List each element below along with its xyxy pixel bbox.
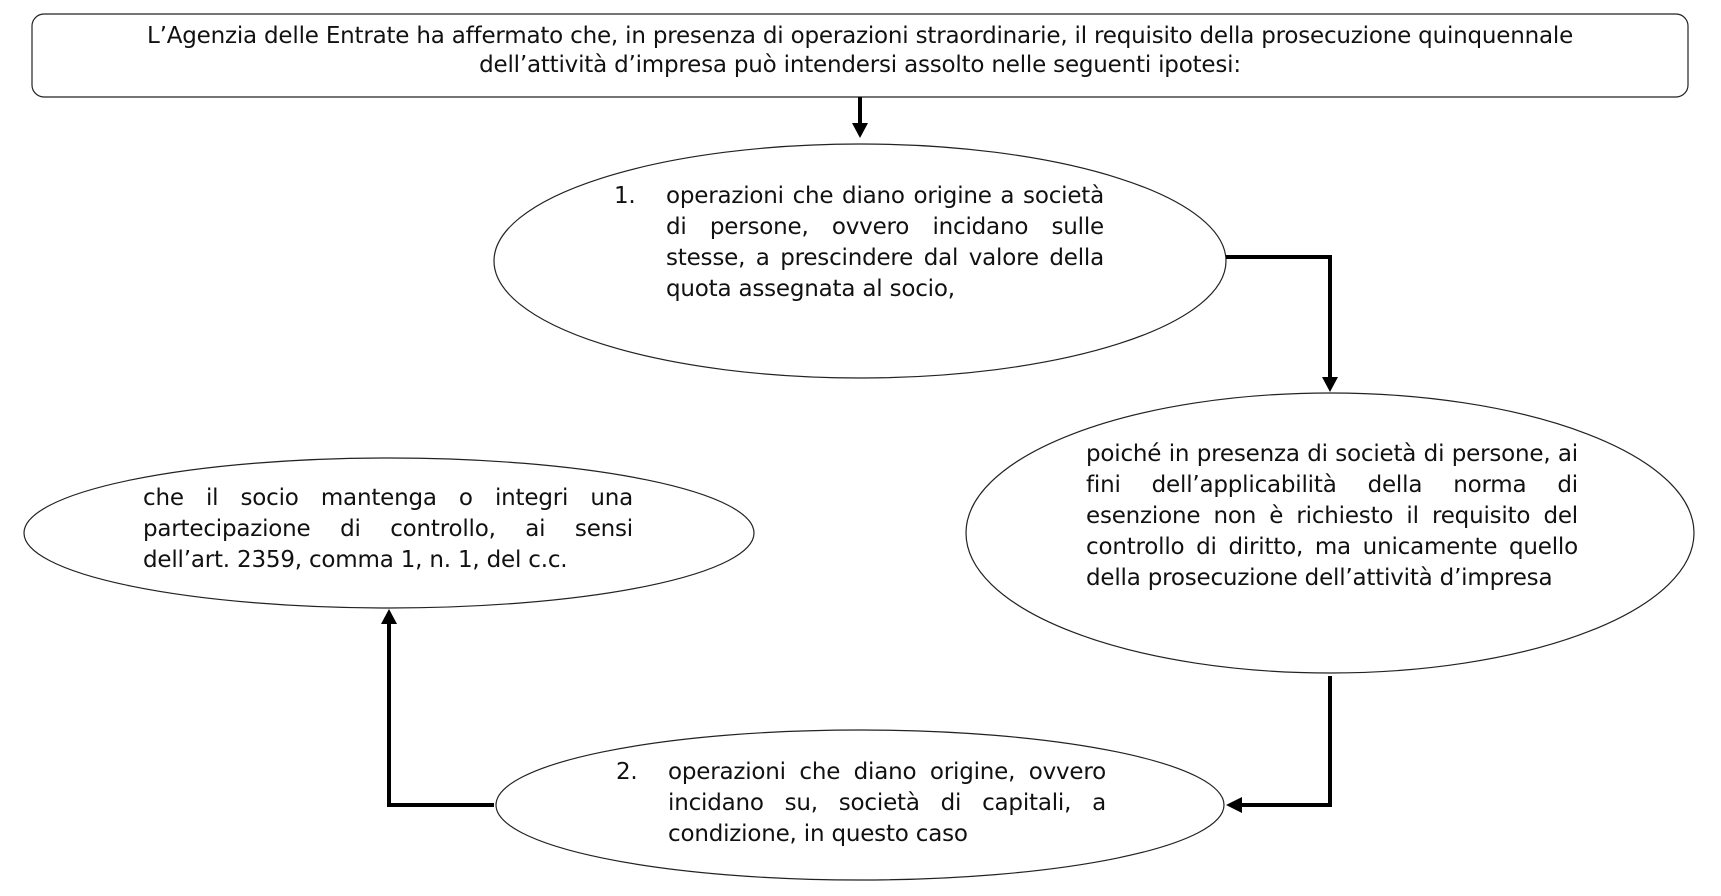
header-text: L’Agenzia delle Entrate ha affermato che… bbox=[40, 22, 1680, 80]
connector-note-right-to-item2 bbox=[1241, 676, 1332, 807]
item-2: 2. operazioni che diano origine, ovvero … bbox=[616, 757, 1106, 850]
item-2-text: operazioni che diano origine, ovvero inc… bbox=[668, 759, 1106, 847]
header-line-2: dell’attività d’impresa può intendersi a… bbox=[479, 52, 1241, 78]
arrowhead-note-right-to-item2 bbox=[1226, 797, 1242, 813]
connector-item2-to-note-left bbox=[387, 623, 494, 807]
note-left-text: che il socio mantenga o integri una part… bbox=[143, 485, 633, 573]
ellipse-item-1 bbox=[493, 143, 1227, 379]
item-2-number: 2. bbox=[616, 759, 638, 785]
connector-item1-to-note-right bbox=[1226, 255, 1332, 378]
item-1-text: operazioni che diano origine a società d… bbox=[666, 183, 1104, 302]
ellipse-note-left bbox=[23, 457, 755, 609]
item-1: 1. operazioni che diano origine a societ… bbox=[614, 181, 1104, 305]
note-right-text: poiché in presenza di società di persone… bbox=[1086, 441, 1578, 591]
arrowhead-item2-to-note-left bbox=[381, 609, 397, 624]
arrowhead-item1-to-note-right bbox=[1322, 377, 1338, 392]
arrowhead-header-to-item1 bbox=[852, 123, 868, 138]
ellipse-note-right bbox=[965, 392, 1695, 674]
header-line-1: L’Agenzia delle Entrate ha affermato che… bbox=[146, 23, 1574, 49]
ellipse-item-2 bbox=[495, 729, 1225, 881]
item-1-number: 1. bbox=[614, 183, 636, 209]
